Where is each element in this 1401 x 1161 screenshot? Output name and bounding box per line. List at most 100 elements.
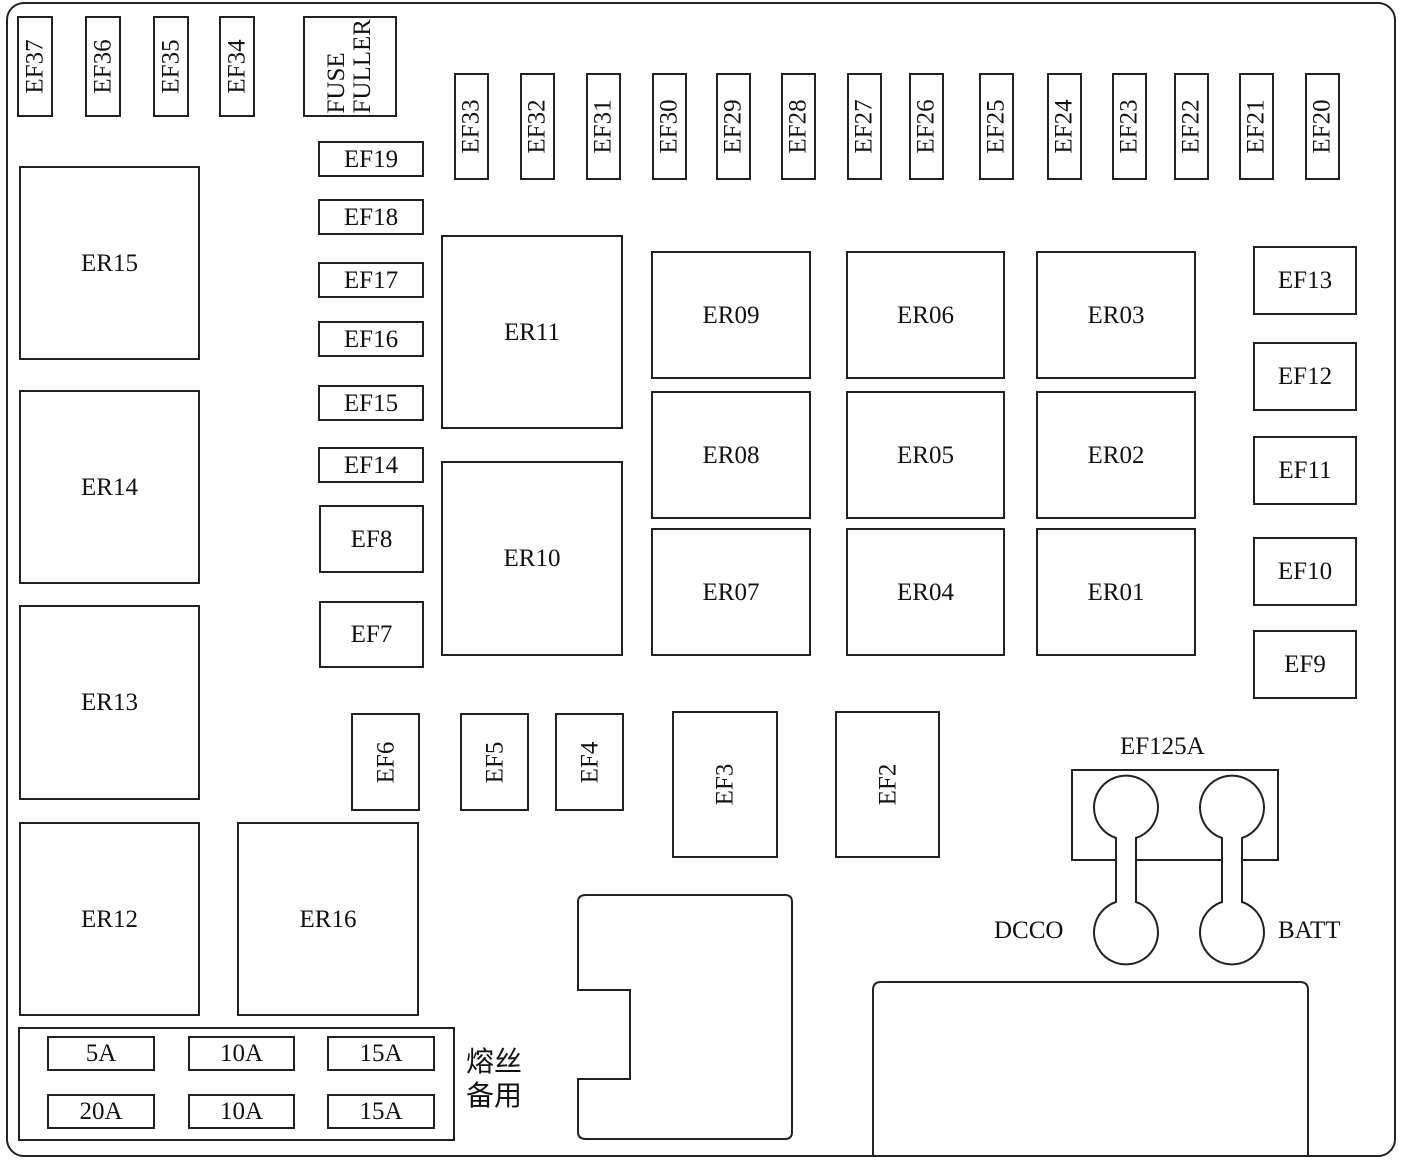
fuse-label: EF7 bbox=[350, 621, 393, 648]
relay-label: ER08 bbox=[702, 441, 760, 469]
fuse-ef12: EF12 bbox=[1253, 342, 1357, 411]
fuse-label: EF13 bbox=[1277, 267, 1333, 294]
fuse-ef10: EF10 bbox=[1253, 537, 1357, 606]
fuse-label: EF20 bbox=[1309, 99, 1336, 154]
spare-fuse-label: 10A bbox=[219, 1098, 264, 1125]
fuse-ef11: EF11 bbox=[1253, 436, 1357, 505]
fuse-label: EF9 bbox=[1284, 651, 1326, 678]
fuse-label: EF8 bbox=[350, 525, 393, 553]
fuse-ef31: EF31 bbox=[586, 73, 621, 180]
fuse-label: EF35 bbox=[157, 39, 185, 94]
relay-er13: ER13 bbox=[19, 605, 200, 800]
relay-label: ER06 bbox=[897, 301, 954, 329]
relay-er01: ER01 bbox=[1036, 528, 1196, 656]
fuse-box-outline bbox=[6, 2, 1396, 1157]
relay-label: ER03 bbox=[1087, 301, 1145, 329]
fuse-label: EF27 bbox=[851, 99, 878, 154]
fuse-ef26: EF26 bbox=[909, 73, 944, 180]
relay-er07: ER07 bbox=[651, 528, 811, 656]
main-fuse-link-right bbox=[1199, 774, 1265, 966]
fuse-ef24: EF24 bbox=[1047, 73, 1082, 180]
fuse-label: EF10 bbox=[1277, 558, 1333, 585]
relay-label: ER05 bbox=[897, 441, 954, 469]
fuse-ef28: EF28 bbox=[781, 73, 816, 180]
spare-fuse-10a: 10A bbox=[188, 1036, 295, 1071]
fuse-ef35: EF35 bbox=[153, 16, 189, 117]
fuse-label: EF29 bbox=[720, 99, 747, 154]
main-fuse-batt-label: BATT bbox=[1278, 917, 1341, 944]
fuse-ef34: EF34 bbox=[219, 16, 255, 117]
fuse-ef36: EF36 bbox=[85, 16, 121, 117]
fuse-label: EF3 bbox=[711, 763, 739, 806]
fuse-label: EF31 bbox=[590, 99, 617, 154]
spare-fuse-caption-line1: 熔丝 bbox=[466, 1045, 523, 1078]
relay-er12: ER12 bbox=[19, 822, 200, 1016]
fuse-label: EF21 bbox=[1243, 99, 1270, 154]
fuse-ef17: EF17 bbox=[318, 262, 424, 298]
fuse-label: EF32 bbox=[524, 99, 551, 154]
relay-er03: ER03 bbox=[1036, 251, 1196, 379]
relay-er14: ER14 bbox=[19, 390, 200, 584]
fuse-ef4: EF4 bbox=[555, 713, 624, 811]
fuse-label: EF33 bbox=[458, 99, 485, 154]
fuse-ef13: EF13 bbox=[1253, 246, 1357, 315]
relay-er02: ER02 bbox=[1036, 391, 1196, 519]
fuse-label: EF28 bbox=[785, 99, 812, 154]
fuse-label: EF2 bbox=[874, 763, 901, 806]
relay-er04: ER04 bbox=[846, 528, 1005, 656]
fuse-label: EF26 bbox=[913, 99, 940, 154]
fuse-ef3: EF3 bbox=[672, 711, 778, 858]
relay-label: ER14 bbox=[81, 473, 138, 501]
relay-er15: ER15 bbox=[19, 166, 200, 360]
fuse-label: EF14 bbox=[343, 451, 399, 479]
fuse-ef33: EF33 bbox=[454, 73, 489, 180]
fuse-label: EF24 bbox=[1051, 99, 1078, 154]
fuse-ef5: EF5 bbox=[460, 713, 529, 811]
relay-label: ER01 bbox=[1087, 578, 1145, 606]
connector-region-bottom-right bbox=[872, 981, 1309, 1157]
relay-label: ER13 bbox=[81, 689, 138, 716]
fuse-label: EF12 bbox=[1277, 363, 1333, 390]
fuse-label: EF17 bbox=[343, 266, 399, 294]
fuse-ef23: EF23 bbox=[1112, 73, 1147, 180]
fuse-label: EF4 bbox=[576, 741, 603, 783]
fuse-ef30: EF30 bbox=[652, 73, 687, 180]
relay-label: ER16 bbox=[299, 905, 357, 933]
relay-er09: ER09 bbox=[651, 251, 811, 379]
fuse-label: EF6 bbox=[372, 741, 399, 783]
fuse-ef37: EF37 bbox=[17, 16, 53, 117]
fuse-ef8: EF8 bbox=[319, 505, 424, 573]
fuse-ef27: EF27 bbox=[847, 73, 882, 180]
fuse-ef6: EF6 bbox=[351, 713, 420, 811]
fuse-ef21: EF21 bbox=[1239, 73, 1274, 180]
fuse-label: EF30 bbox=[656, 99, 683, 154]
fuse-ef29: EF29 bbox=[716, 73, 751, 180]
fuse-ef14: EF14 bbox=[318, 447, 424, 483]
fuse-label: EF25 bbox=[983, 99, 1010, 154]
main-fuse-dcco-label: DCCO bbox=[994, 917, 1064, 944]
fuse-ef16: EF16 bbox=[318, 321, 424, 357]
spare-fuse-label: 15A bbox=[359, 1098, 403, 1125]
spare-fuse-label: 10A bbox=[219, 1040, 264, 1067]
relay-label: ER09 bbox=[702, 301, 760, 329]
fuse-ef15: EF15 bbox=[318, 385, 424, 421]
main-fuse-link-left bbox=[1093, 774, 1159, 966]
fuse-label: EF18 bbox=[343, 203, 399, 231]
relay-er16: ER16 bbox=[237, 822, 419, 1016]
fuse-label: EF11 bbox=[1278, 457, 1332, 484]
spare-fuse-15a-2: 15A bbox=[327, 1094, 435, 1129]
fuse-ef22: EF22 bbox=[1174, 73, 1209, 180]
relay-er08: ER08 bbox=[651, 391, 811, 519]
fuse-label: EF34 bbox=[223, 39, 251, 94]
relay-label: ER10 bbox=[503, 545, 561, 572]
fuse-label: EF23 bbox=[1116, 99, 1143, 154]
spare-fuse-label: 20A bbox=[79, 1098, 123, 1125]
fuse-ef2: EF2 bbox=[835, 711, 940, 858]
fuse-ef25: EF25 bbox=[979, 73, 1014, 180]
fuse-label: EF5 bbox=[481, 741, 508, 783]
relay-label: ER07 bbox=[702, 578, 760, 606]
spare-fuse-15a: 15A bbox=[327, 1036, 435, 1071]
fuse-label: EF16 bbox=[343, 325, 399, 353]
fuse-label: EF37 bbox=[21, 39, 49, 94]
